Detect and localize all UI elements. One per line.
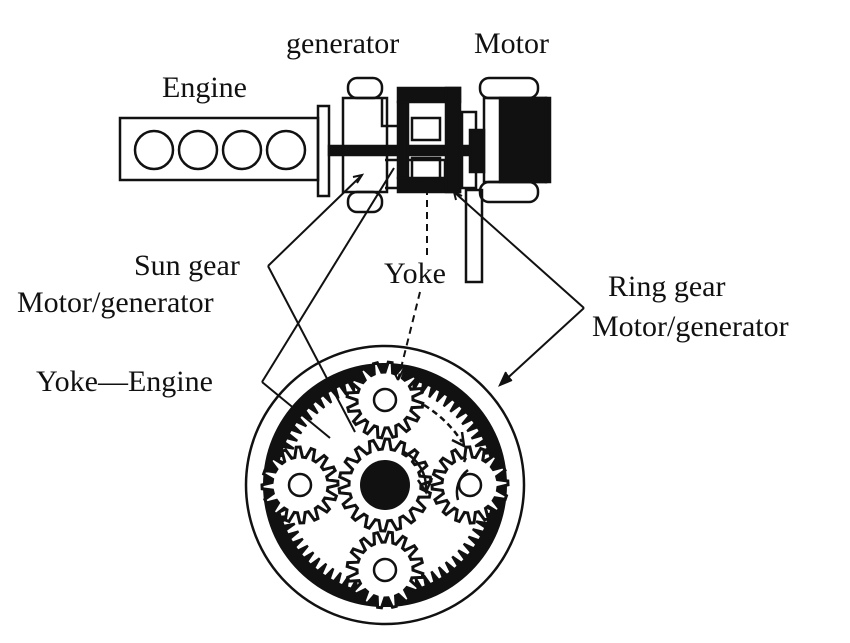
engine-block <box>118 116 320 182</box>
ring-housing <box>396 86 462 194</box>
generator-coils <box>341 76 389 214</box>
engine-cylinder <box>133 129 175 171</box>
label-yoke-engine: Yoke—Engine <box>36 365 213 398</box>
label-sun-gear: Sun gear <box>134 249 240 282</box>
label-generator: generator <box>286 27 399 60</box>
engine-cylinder <box>265 129 307 171</box>
label-yoke: Yoke <box>384 257 446 290</box>
output-shaft <box>464 188 484 284</box>
drivetrain-side-view <box>118 76 552 284</box>
motor-body <box>478 76 552 204</box>
leader-lines <box>261 167 585 439</box>
planetary-gearset <box>244 344 526 626</box>
engine-flange <box>316 104 331 198</box>
label-motor: Motor <box>474 27 549 60</box>
label-ring-gear: Ring gear <box>608 270 725 303</box>
planet-gear <box>260 445 340 525</box>
rotation-arrows <box>403 403 469 501</box>
engine-cylinder <box>177 129 219 171</box>
planet-gear-hub <box>372 387 398 413</box>
planet-gear-hub <box>372 557 398 583</box>
label-ring-gear-sub: Motor/generator <box>592 310 789 343</box>
planet-gear <box>345 530 425 610</box>
label-engine: Engine <box>162 71 247 104</box>
planet-gear-hub <box>287 472 313 498</box>
planet-gear <box>345 360 425 440</box>
planet-gear <box>430 445 510 525</box>
engine-cylinder <box>221 129 263 171</box>
label-sun-gear-sub: Motor/generator <box>17 286 214 319</box>
sun-gear-hub <box>360 460 410 510</box>
